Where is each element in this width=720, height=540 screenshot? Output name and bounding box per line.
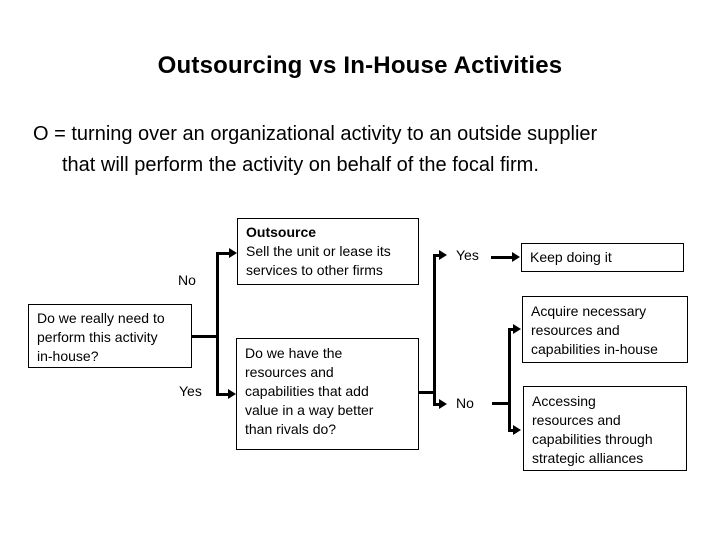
box-outsource-title: Outsource: [246, 224, 317, 240]
slide-title: Outsourcing vs In-House Activities: [157, 52, 563, 79]
box-question-resources-text: Do we have the resources and capabilitie…: [245, 345, 374, 437]
arrowhead-no-label-icon: [439, 399, 447, 409]
box-question-need-inhouse-text: Do we really need to perform this activi…: [37, 310, 165, 364]
connector-to-alliances: [508, 429, 514, 432]
box-keep-doing-it: Keep doing it: [521, 243, 684, 272]
connector-to-yes-label: [433, 254, 440, 257]
arrowhead-yes-label-icon: [439, 250, 447, 260]
connector-to-acquire: [508, 328, 514, 331]
definition-text: O = turning over an organizational activ…: [33, 119, 693, 181]
box-outsource-body: Sell the unit or lease its services to o…: [246, 243, 391, 278]
connector-branch-resources-vertical: [433, 254, 436, 405]
connector-yes-to-keep-doing: [491, 256, 513, 259]
box-outsource: Outsource Sell the unit or lease its ser…: [237, 218, 419, 285]
label-yes-branch-right: Yes: [456, 247, 479, 263]
arrowhead-into-keep-doing-icon: [512, 252, 520, 262]
label-no-branch-left: No: [178, 272, 196, 288]
definition-line-2: that will perform the activity on behalf…: [62, 154, 539, 176]
box-acquire-resources: Acquire necessary resources and capabili…: [522, 296, 688, 363]
box-acquire-resources-text: Acquire necessary resources and capabili…: [531, 303, 658, 357]
label-no-branch-right: No: [456, 395, 474, 411]
connector-question-need-out: [191, 335, 218, 338]
arrowhead-into-outsource-icon: [229, 248, 237, 258]
connector-no-branch-vertical: [508, 328, 511, 432]
box-strategic-alliances: Accessing resources and capabilities thr…: [523, 386, 687, 471]
definition-line-1: O = turning over an organizational activ…: [33, 123, 598, 145]
arrowhead-into-question-resources-icon: [228, 389, 236, 399]
box-question-need-inhouse: Do we really need to perform this activi…: [28, 304, 192, 368]
connector-to-no-label: [433, 403, 440, 406]
label-yes-branch-left: Yes: [179, 383, 202, 399]
connector-branch-need-vertical: [216, 252, 219, 395]
connector-question-resources-out: [418, 391, 435, 394]
connector-yes-to-question-resources: [216, 393, 229, 396]
arrowhead-into-acquire-icon: [513, 324, 521, 334]
connector-no-out: [492, 402, 510, 405]
connector-no-to-outsource: [216, 252, 230, 255]
box-question-resources: Do we have the resources and capabilitie…: [236, 338, 419, 450]
arrowhead-into-alliances-icon: [513, 425, 521, 435]
box-keep-doing-it-text: Keep doing it: [530, 249, 612, 265]
box-strategic-alliances-text: Accessing resources and capabilities thr…: [532, 393, 653, 466]
